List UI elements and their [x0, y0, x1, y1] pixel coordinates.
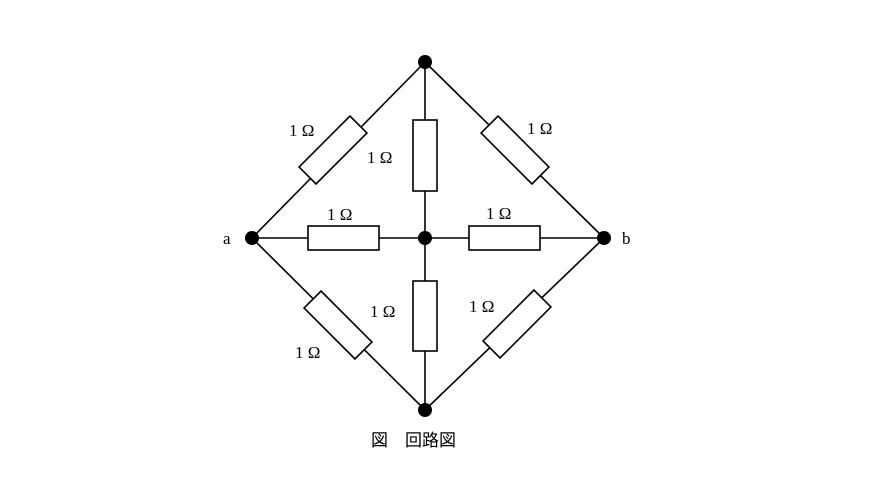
figure-caption: 図 回路図 — [371, 431, 456, 451]
resistor-label-bottom-vertical: 1 Ω — [370, 302, 395, 321]
resistor-top-right — [479, 114, 551, 186]
resistor-bottom-right — [481, 288, 553, 360]
node-center — [418, 231, 432, 245]
node-bottom — [418, 403, 432, 417]
resistor-label-mid-left: 1 Ω — [327, 205, 352, 224]
resistor-mid-left — [307, 225, 380, 251]
nodes — [245, 55, 611, 417]
node-b — [597, 231, 611, 245]
resistor-label-top-left: 1 Ω — [289, 121, 314, 140]
terminal-a-label: a — [223, 229, 231, 248]
terminal-b-label: b — [622, 229, 631, 248]
resistor-label-top-right: 1 Ω — [527, 119, 552, 138]
resistor-label-top-vertical: 1 Ω — [367, 148, 392, 167]
resistor-label-bottom-left: 1 Ω — [295, 343, 320, 362]
resistors — [297, 114, 553, 361]
node-a — [245, 231, 259, 245]
node-top — [418, 55, 432, 69]
resistor-label-mid-right: 1 Ω — [486, 204, 511, 223]
resistor-bottom-left — [302, 289, 374, 361]
resistor-bottom-vertical — [412, 280, 438, 352]
resistor-mid-right — [468, 225, 541, 251]
resistor-top-vertical — [412, 119, 438, 192]
resistor-label-bottom-right: 1 Ω — [469, 297, 494, 316]
resistor-top-left — [297, 114, 369, 186]
